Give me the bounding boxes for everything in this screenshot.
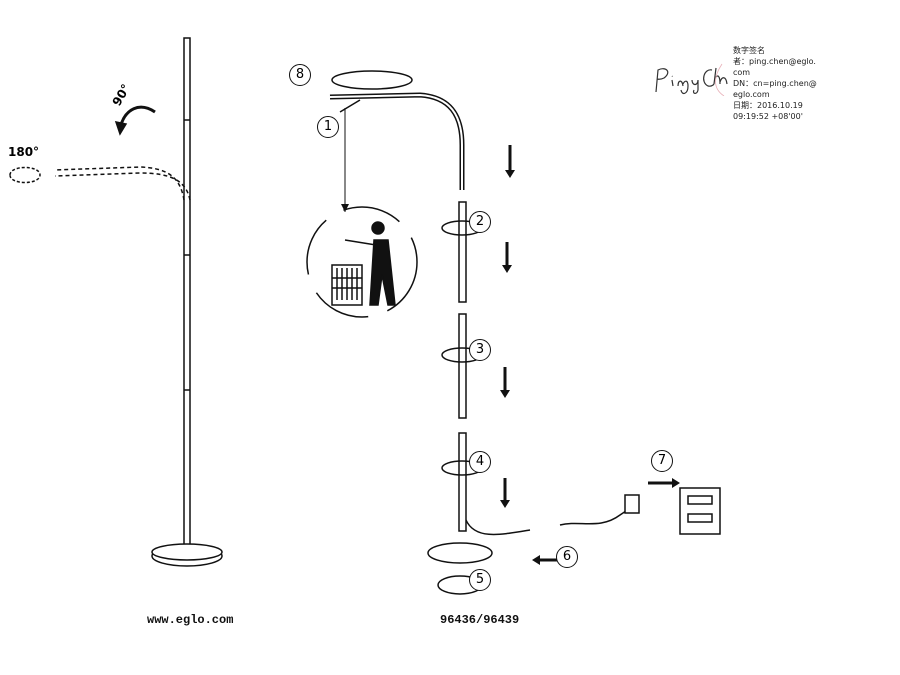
rotate-angle-label: 180° xyxy=(8,145,40,159)
assembled-lamp xyxy=(9,37,223,567)
signature-line: DN：cn=ping.chen@ xyxy=(733,79,817,88)
signature-line: 09:19:52 +08'00' xyxy=(733,112,803,121)
signature-handwritten xyxy=(655,63,728,96)
signature-line: eglo.com xyxy=(733,90,770,99)
signature-line: com xyxy=(733,68,751,77)
lamp-parts xyxy=(306,70,721,595)
signature-line: 日期：2016.10.19 xyxy=(733,101,803,110)
signature-line: 数字签名 xyxy=(733,46,765,55)
digital-signature-block: 数字签名 者：ping.chen@eglo. com DN：cn=ping.ch… xyxy=(733,45,817,122)
signature-line: 者：ping.chen@eglo. xyxy=(733,57,816,66)
step-3: 3 xyxy=(469,339,491,361)
step-2: 2 xyxy=(469,211,491,233)
step-7: 7 xyxy=(651,450,673,472)
step-4: 4 xyxy=(469,451,491,473)
step-5: 5 xyxy=(469,569,491,591)
step-1: 1 xyxy=(317,116,339,138)
website-label: www.eglo.com xyxy=(147,613,234,627)
model-number: 96436/96439 xyxy=(440,613,520,627)
step-6: 6 xyxy=(556,546,578,568)
step-8: 8 xyxy=(289,64,311,86)
